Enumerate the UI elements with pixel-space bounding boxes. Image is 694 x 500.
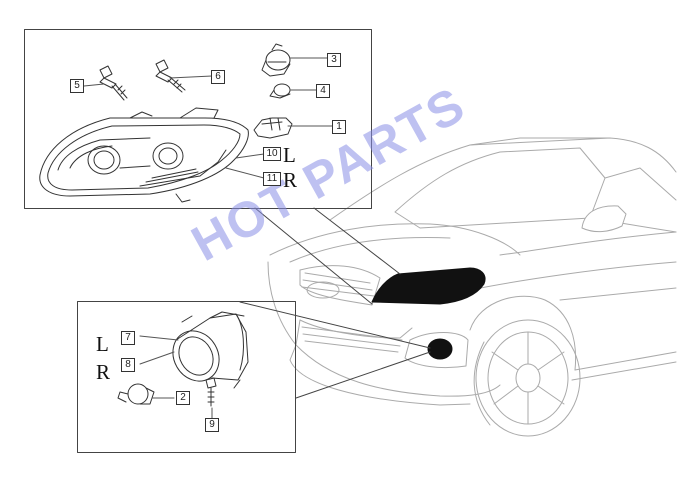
foglamp-leader [239, 301, 431, 399]
screw-5-drawing [99, 65, 128, 101]
bulb-2-drawing [117, 383, 155, 405]
foglamp-detail-frame [77, 301, 296, 453]
headlamp-left-label: L [283, 143, 296, 167]
callout-1: 1 [332, 120, 346, 134]
callout-7: 7 [121, 331, 135, 345]
callout-4: 4 [316, 84, 330, 98]
front-wheel [473, 319, 581, 437]
callout-10: 10 [263, 147, 281, 161]
foglamp-right-label: R [96, 360, 111, 384]
callout-6: 6 [211, 70, 225, 84]
callout-5: 5 [70, 79, 84, 93]
headlamp-leader [254, 207, 401, 305]
bulb-1-drawing [253, 117, 293, 139]
headlamp-detail-frame [24, 29, 372, 209]
callout-8: 8 [121, 358, 135, 372]
screw-6-drawing [155, 59, 186, 93]
callout-2: 2 [176, 391, 190, 405]
bulb-3-drawing [261, 43, 291, 77]
headlamp-highlight [371, 267, 486, 305]
foglamp-left-label: L [96, 332, 109, 356]
screw-9-drawing [205, 377, 217, 407]
callout-9: 9 [205, 418, 219, 432]
callout-11: 11 [263, 172, 281, 186]
bulb-4-drawing [269, 83, 291, 99]
brand-logo-icon [306, 281, 340, 299]
headlamp-right-label: R [283, 168, 298, 192]
vehicle-outline [267, 137, 677, 406]
foglamp-assembly-drawing [172, 311, 249, 389]
callout-3: 3 [327, 53, 341, 67]
headlamp-assembly-drawing [39, 107, 249, 203]
foglamp-highlight [427, 338, 453, 360]
